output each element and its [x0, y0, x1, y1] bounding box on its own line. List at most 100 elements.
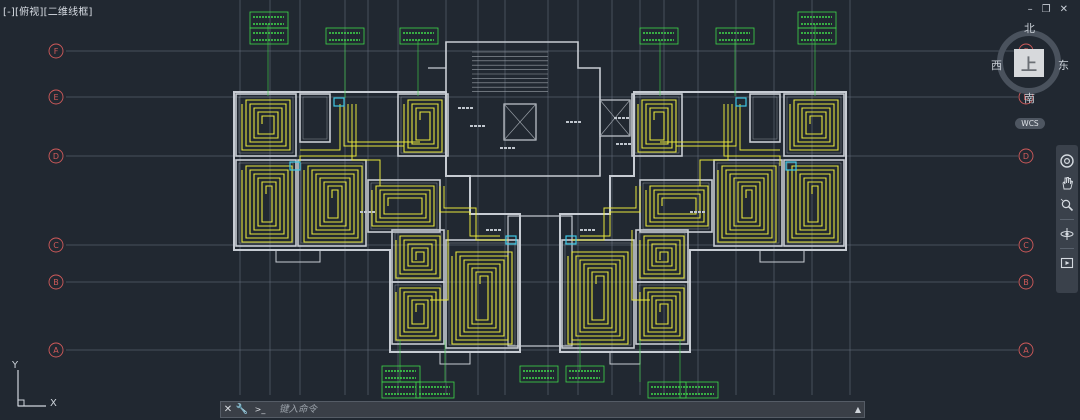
command-history-button[interactable]: ▲: [854, 405, 862, 414]
heating-coil: [241, 99, 291, 151]
room-wall: [299, 93, 331, 143]
heating-coil: [637, 99, 677, 153]
navigation-bar: [1056, 145, 1078, 293]
room-wall: [631, 93, 683, 157]
heating-coil: [371, 185, 435, 227]
pipe-length-tag: [679, 381, 719, 399]
axis-bubble-label: B: [1023, 278, 1029, 287]
balcony: [609, 351, 641, 365]
room-wall: [635, 281, 689, 345]
axis-bubble: [48, 89, 64, 105]
balcony: [439, 351, 471, 365]
elevator-shaft: [599, 99, 631, 137]
command-recent-button[interactable]: >_: [254, 405, 266, 414]
manifold: [505, 235, 517, 245]
command-close-button[interactable]: ✕: [223, 404, 233, 415]
supply-pipe: [300, 104, 341, 151]
stair-elevator-core: [428, 41, 631, 347]
manifold: [333, 97, 345, 107]
supply-pipe: [699, 104, 729, 186]
room-wall: [297, 159, 367, 247]
command-input[interactable]: [271, 403, 852, 416]
compass-west[interactable]: 西: [991, 59, 1002, 72]
command-line: ✕ 🔧 >_ ▲: [220, 401, 865, 418]
compass-ring[interactable]: [997, 30, 1061, 94]
elevator-shaft: [503, 103, 537, 141]
axis-grid: [66, 0, 1018, 395]
supply-pipe: [660, 104, 733, 143]
pipe-length-tag: [797, 27, 837, 45]
navbar-separator: [1060, 248, 1074, 249]
wall-inner: [302, 96, 328, 140]
pipe-length-tag: [325, 27, 365, 45]
axis-bubble: [48, 43, 64, 59]
close-button[interactable]: ✕: [1059, 4, 1068, 15]
ucs-y-label: Y: [12, 360, 19, 371]
wall-inner: [786, 96, 842, 154]
wall-inner: [448, 242, 516, 346]
heating-coil: [567, 251, 629, 345]
wall-inner: [394, 284, 442, 342]
pipe-length-tag: [647, 381, 687, 399]
supply-pipe: [443, 186, 508, 241]
wall-inner: [638, 232, 686, 280]
room-wall: [397, 93, 449, 157]
compass-south[interactable]: 南: [1024, 92, 1035, 105]
compass-east[interactable]: 东: [1058, 59, 1069, 72]
walls: [233, 91, 847, 365]
wall-inner: [564, 242, 632, 346]
pipe-length-tag: [399, 27, 439, 45]
supply-pipe: [347, 104, 420, 143]
heating-coils: [241, 99, 839, 345]
axis-bubble-label: C: [1023, 241, 1029, 250]
restore-button[interactable]: ❐: [1041, 4, 1051, 15]
heating-coil: [717, 165, 777, 243]
wall-inner: [786, 162, 842, 244]
heating-coil: [789, 99, 839, 151]
steering-wheel-icon[interactable]: [1059, 153, 1075, 169]
supply-pipe: [675, 104, 737, 152]
axis-bubble-label: A: [53, 346, 59, 355]
heating-coil: [639, 235, 685, 279]
pan-hand-icon[interactable]: [1059, 175, 1075, 191]
room-wall: [713, 159, 783, 247]
viewcube-top-face[interactable]: 上: [1014, 49, 1044, 77]
minimize-button[interactable]: –: [1027, 4, 1033, 15]
room-wall: [783, 93, 845, 157]
supply-pipe: [430, 230, 449, 301]
heating-coil: [787, 165, 839, 243]
heating-coil: [303, 165, 363, 243]
wall-inner: [638, 284, 686, 342]
supply-pipe: [739, 104, 780, 151]
showmotion-icon[interactable]: [1059, 255, 1075, 271]
elevator-cross: [503, 103, 537, 141]
room-wall: [639, 179, 713, 233]
ucs-icon: Y X: [6, 360, 66, 412]
command-settings-button[interactable]: 🔧: [235, 404, 249, 415]
room-labels: [360, 107, 706, 231]
heating-coil: [403, 99, 443, 153]
wall-inner: [752, 96, 778, 140]
supply-pipe: [572, 186, 637, 241]
compass-north[interactable]: 北: [1024, 22, 1035, 35]
viewport-controls-label[interactable]: [-][俯视][二维线框]: [3, 7, 93, 18]
supply-pipes: [267, 24, 816, 382]
pipe-length-tags: [249, 11, 837, 399]
room-wall: [235, 93, 297, 157]
pipe-length-tag: [565, 365, 605, 383]
axis-bubble-label: C: [53, 241, 59, 250]
wall-inner: [716, 162, 780, 244]
heating-coil: [645, 185, 709, 227]
pipe-length-tag: [249, 27, 289, 45]
zoom-extents-icon[interactable]: [1059, 197, 1075, 213]
viewcube[interactable]: 上 北 南 西 东: [990, 20, 1078, 120]
wall-inner: [394, 232, 442, 280]
wall-inner: [642, 182, 710, 230]
axis-bubble: [48, 342, 64, 358]
pipe-length-tag: [519, 365, 559, 383]
orbit-icon[interactable]: [1059, 226, 1075, 242]
wcs-menu-button[interactable]: WCS: [1015, 118, 1045, 129]
axis-bubble: [1018, 237, 1034, 253]
